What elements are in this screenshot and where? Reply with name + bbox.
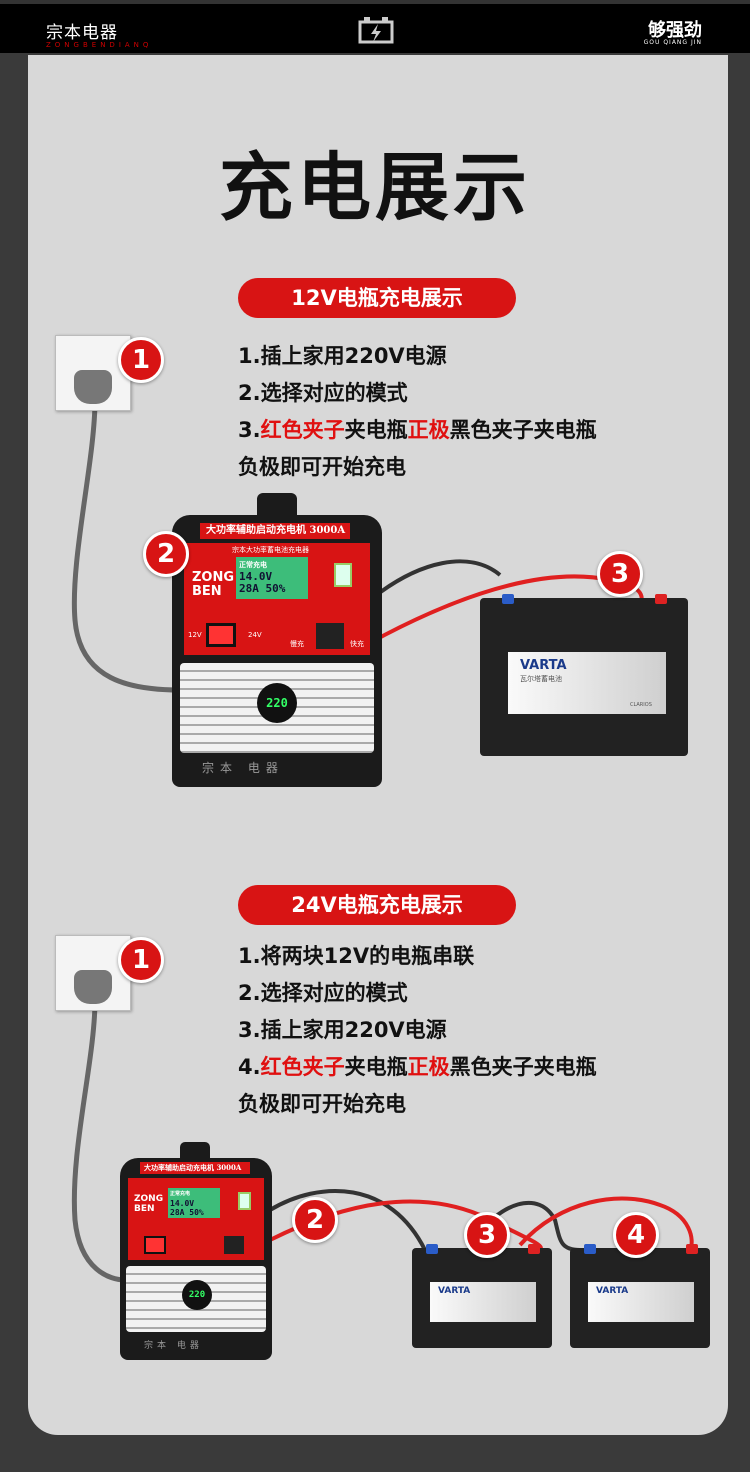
steps-12v: 1.插上家用220V电源 2.选择对应的模式 3.红色夹子夹电瓶正极黑色夹子夹电…: [238, 338, 597, 486]
brand-logo-en: ZONGBENDIANQ: [46, 41, 153, 49]
step-badge: 3: [464, 1212, 510, 1258]
step: 3.插上家用220V电源: [238, 1018, 447, 1042]
step: 负极即可开始充电: [238, 455, 406, 479]
section-heading-12v: 12V电瓶充电展示: [238, 278, 516, 318]
slogan-en: GOU QIANG JIN: [643, 39, 702, 46]
step-badge: 2: [292, 1197, 338, 1243]
battery-image: VARTA 瓦尔塔蓄电池 CLARIOS: [480, 594, 688, 756]
step: 2.选择对应的模式: [238, 981, 408, 1005]
step-badge: 4: [613, 1212, 659, 1258]
step-badge: 1: [118, 937, 164, 983]
step: 1.将两块12V的电瓶串联: [238, 944, 475, 968]
step: 1.插上家用220V电源: [238, 344, 447, 368]
battery-image: VARTA: [570, 1244, 710, 1348]
step-badge: 1: [118, 337, 164, 383]
step-badge: 3: [597, 551, 643, 597]
battery-image: VARTA: [412, 1244, 552, 1348]
step: 3.红色夹子夹电瓶正极黑色夹子夹电瓶: [238, 418, 597, 442]
steps-24v: 1.将两块12V的电瓶串联 2.选择对应的模式 3.插上家用220V电源 4.红…: [238, 938, 597, 1123]
step: 负极即可开始充电: [238, 1092, 406, 1116]
wall-outlet: [55, 335, 131, 411]
header-bar: 宗本电器 ZONGBENDIANQ 够强劲 GOU QIANG JIN: [0, 0, 750, 53]
slogan: 够强劲: [648, 20, 702, 41]
battery-charge-icon: [358, 17, 394, 44]
step-badge: 2: [143, 531, 189, 577]
brand-logo: 宗本电器: [46, 23, 118, 43]
section-heading-24v: 24V电瓶充电展示: [238, 885, 516, 925]
step: 2.选择对应的模式: [238, 381, 408, 405]
page-title: 充电展示: [219, 145, 531, 231]
step: 4.红色夹子夹电瓶正极黑色夹子夹电瓶: [238, 1055, 597, 1079]
wall-outlet: [55, 935, 131, 1011]
